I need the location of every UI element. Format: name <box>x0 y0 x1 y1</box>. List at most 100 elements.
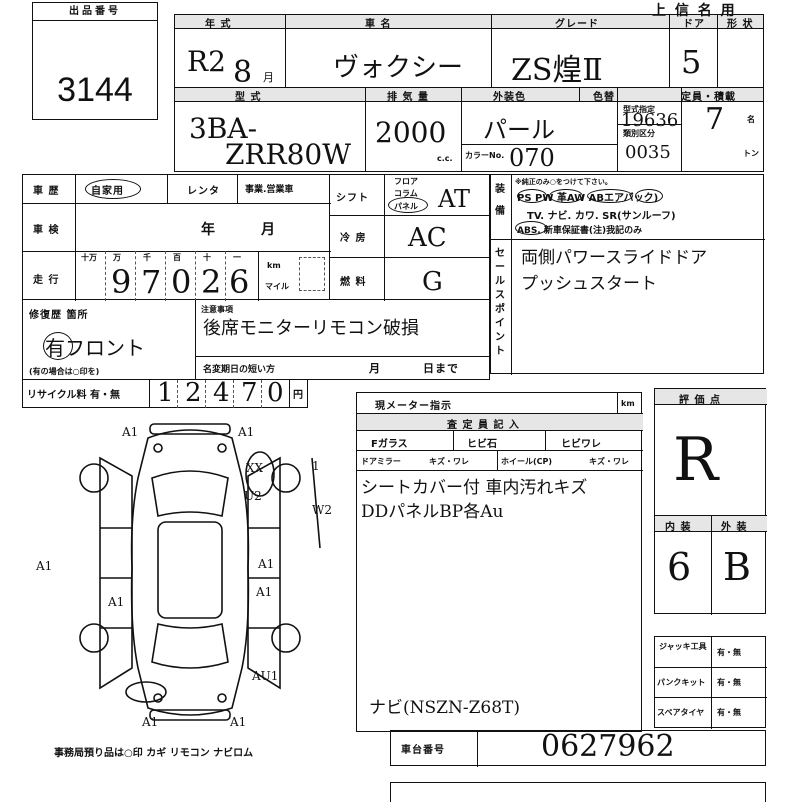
recycle-digit: 0 <box>267 378 284 408</box>
history-table: 車 歴 自家用 レンタ 事業.営業車 車 検 年 月 走 行 十万 万 千 百 … <box>22 174 331 301</box>
damage-circle <box>245 451 275 497</box>
grade-label: グレード <box>555 19 599 30</box>
damage-mark: A1 <box>107 595 124 609</box>
recycle-label: リサイクル料 有・無 <box>27 390 120 401</box>
recycle-digit: 1 <box>157 378 174 408</box>
spare-tire-value: 有・無 <box>717 708 741 717</box>
fuel-label: 燃 料 <box>340 277 367 288</box>
model-month: 8 <box>233 55 253 90</box>
seats-value: 7 <box>705 102 725 137</box>
sales-point-label: セールスポイント <box>495 248 505 357</box>
inspection-year-unit: 年 <box>201 222 216 238</box>
glass-label: Fガラス <box>371 439 408 450</box>
category-no: 0035 <box>625 142 671 163</box>
equipment-line3: ABS. 新車保証書(注)我記のみ <box>517 226 643 236</box>
equipment-note: ※純正のみ○をつけて下さい。 <box>515 178 612 186</box>
damage-mark: A1 <box>35 559 52 573</box>
shift-panel-circle <box>388 197 428 213</box>
ac-label: 冷 房 <box>340 233 367 244</box>
model-year: R2 <box>187 45 226 78</box>
chip-label: ヒビ石 <box>467 439 497 450</box>
doors-value: 5 <box>681 43 702 81</box>
recycle-digit: 7 <box>241 378 258 408</box>
inspector-comment2: DDパネルBP各Au <box>361 502 504 522</box>
meter-unit: km <box>621 399 635 408</box>
wheel-front-right <box>271 463 301 493</box>
mileage-unknown-box <box>299 257 325 291</box>
mileage-digit: 2 <box>201 263 222 301</box>
basic-info-table: 年 式 車 名 グレード ドア 形 状 R2 8 月 ヴォクシー ZS煌Ⅱ 5 <box>174 14 764 90</box>
mileage-digit: 7 <box>141 263 162 301</box>
displacement-label: 排 気 量 <box>387 92 429 103</box>
shift-label: シフト <box>336 193 369 204</box>
exterior-grade-label: 外 装 <box>721 522 748 533</box>
name-change-label: 名変期日の短い方 <box>203 365 276 375</box>
equipment-table: 装 備 ※純正のみ○をつけて下さい。 PS PW 革AW ABエアバック) TV… <box>490 174 765 375</box>
inspection-month-unit: 月 <box>261 222 276 238</box>
rear-bumper <box>149 709 231 721</box>
wheel-rear-right <box>271 623 301 653</box>
mileage-digit: 9 <box>111 263 132 301</box>
wheel-options: キズ・ワレ <box>589 457 629 466</box>
type-line1: 3BA- <box>189 112 258 145</box>
car-name: ヴォクシー <box>333 53 464 83</box>
drive-table: シフト フロア コラム パネル AT 冷 房 AC 燃 料 G <box>330 174 490 301</box>
jack-value: 有・無 <box>717 648 741 657</box>
name-change-day: 日まで <box>423 362 459 375</box>
rental-option: レンタ <box>187 186 220 197</box>
front-bumper <box>149 423 231 435</box>
recycle-row: リサイクル料 有・無 1 2 4 7 0 円 <box>22 378 308 408</box>
interior-color-label: 色替 <box>593 92 615 103</box>
shift-floor: フロア <box>394 177 418 186</box>
exterior-color: パール <box>483 116 555 144</box>
chassis-row: 車台番号 0627962 <box>390 729 766 767</box>
pw-circle <box>549 189 583 203</box>
year-label: 年 式 <box>205 19 232 30</box>
damage-mark: 1 <box>312 459 320 473</box>
fuel-value: G <box>422 267 443 297</box>
damage-mark: XX <box>246 461 264 475</box>
mileage-label: 走 行 <box>33 275 60 286</box>
mileage-digit: 0 <box>171 263 192 301</box>
designation-label: 型式指定 <box>623 105 655 114</box>
inspection-label: 車 検 <box>33 225 60 236</box>
next-row <box>390 782 766 802</box>
wheel-label: ホイール(CP) <box>501 457 553 466</box>
damage-circle <box>125 681 167 703</box>
spec-table: 型 式 排 気 量 外装色 色替 定員・積載 3BA- ZRR80W 2000 … <box>174 88 764 172</box>
inspector-comment1: シートカバー付 車内汚れキズ <box>361 478 588 498</box>
name-change-month: 月 <box>369 362 381 375</box>
doors-label: ドア <box>683 19 705 30</box>
mileage-digit: 6 <box>229 263 250 301</box>
month-unit: 月 <box>263 71 274 84</box>
damage-mark: A1 <box>229 715 246 729</box>
wheel-rear-left <box>79 623 109 653</box>
seats-unit: 名 <box>747 115 755 124</box>
grade-box: 評 価 点 R 内 装 外 装 6 B <box>654 388 767 615</box>
damage-mark: U2 <box>244 489 262 503</box>
grade-value: ZS煌Ⅱ <box>511 53 603 88</box>
type-line2: ZRR80W <box>225 138 352 171</box>
meter-label: 現メーター指示 <box>375 401 452 412</box>
equipment-line2: TV. ナビ. カワ. SR(サンルーフ) <box>527 211 676 222</box>
history-label: 車 歴 <box>33 186 60 197</box>
mileage-unit-mile: マイル <box>265 282 289 291</box>
sheet-title: 上 信 名 用 <box>652 3 737 19</box>
private-use-circle <box>85 179 141 199</box>
ab-circle <box>635 189 663 203</box>
tools-box: ジャッキ工具 有・無 パンクキット 有・無 スペアタイヤ 有・無 <box>654 636 767 729</box>
spare-tire-label: スペアタイヤ <box>657 708 705 717</box>
overall-grade: R <box>673 425 719 495</box>
chassis-label: 車台番号 <box>401 745 445 756</box>
damage-mark: A1 <box>257 557 274 571</box>
lot-number: 3144 <box>57 71 133 109</box>
jack-label: ジャッキ工具 <box>659 642 707 651</box>
sales-point-line2: プッシュスタート <box>521 274 657 294</box>
damage-mark: A1 <box>121 425 138 439</box>
left-side-panels <box>99 456 133 690</box>
damage-mark: A1 <box>141 715 158 729</box>
ps-circle <box>517 189 547 203</box>
interior-grade: 6 <box>667 545 692 589</box>
notes-label: 注意事項 <box>201 305 233 314</box>
car-body-outline <box>130 429 250 716</box>
